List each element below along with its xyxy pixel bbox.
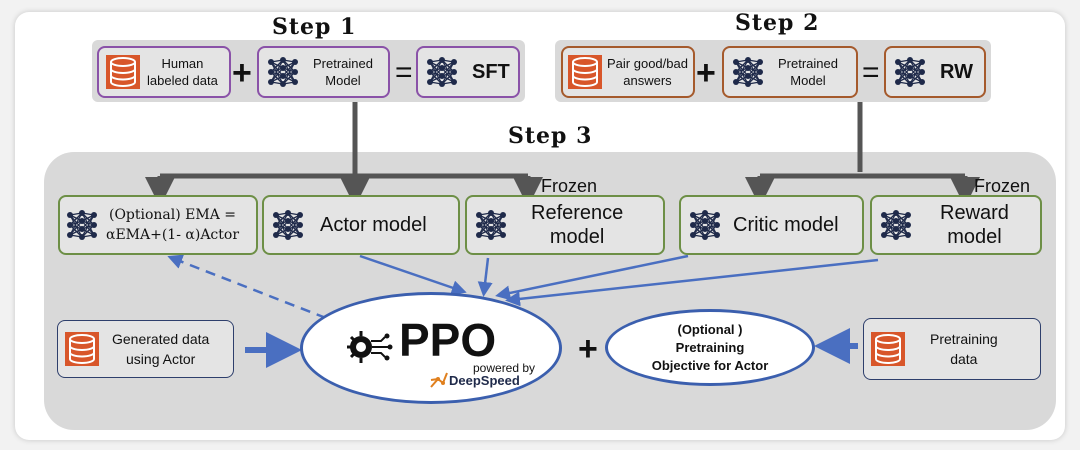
frozen-label-right: Frozen [974, 176, 1031, 196]
neural-network-icon [473, 209, 509, 241]
step1-equals: = [395, 56, 413, 89]
ppo-label: PPO [399, 314, 497, 366]
database-icon [64, 331, 100, 367]
dashed-arrow-to-ema [167, 254, 327, 320]
step3-title: Step 3 [508, 123, 593, 149]
ppo-ellipse: PPO powered by DeepSpeed [300, 292, 562, 404]
ema-label: (Optional) EMA =αEMA+(1- α)Actor [106, 207, 240, 243]
arrow-critic-to-ppo [495, 254, 689, 301]
frozen-label-left: Frozen [541, 176, 598, 196]
neural-network-icon [64, 209, 100, 241]
deepspeed-label: DeepSpeed [449, 373, 520, 388]
powered-by-label: powered by [473, 361, 536, 375]
sft-label: SFT [472, 61, 510, 83]
step1-title: Step 1 [272, 14, 357, 40]
step2-title: Step 2 [735, 10, 820, 36]
database-icon [870, 331, 906, 367]
critic-model-box: Critic model [679, 195, 864, 255]
rw-label: RW [940, 61, 973, 83]
step1-plus: + [232, 54, 252, 92]
arrow-reward-to-ppo [505, 258, 879, 307]
arrow-actor-to-ppo [359, 254, 467, 295]
neural-network-icon [878, 209, 914, 241]
neural-network-icon [270, 209, 306, 241]
neural-network-icon [687, 209, 723, 241]
arrow-reference-to-ppo [477, 257, 493, 297]
step2-rw-box: RW [884, 46, 986, 98]
gear-chip-icon [347, 331, 393, 363]
step1-sft-box: SFT [416, 46, 520, 98]
critic-model-label: Critic model [733, 214, 839, 236]
deepspeed-logo-icon [430, 372, 448, 388]
step2-plus: + [696, 54, 716, 92]
actor-model-box: Actor model [262, 195, 460, 255]
ema-box: (Optional) EMA =αEMA+(1- α)Actor [58, 195, 258, 255]
step2-equals: = [862, 56, 880, 89]
actor-model-label: Actor model [320, 214, 427, 236]
ppo-plus: + [578, 330, 598, 368]
